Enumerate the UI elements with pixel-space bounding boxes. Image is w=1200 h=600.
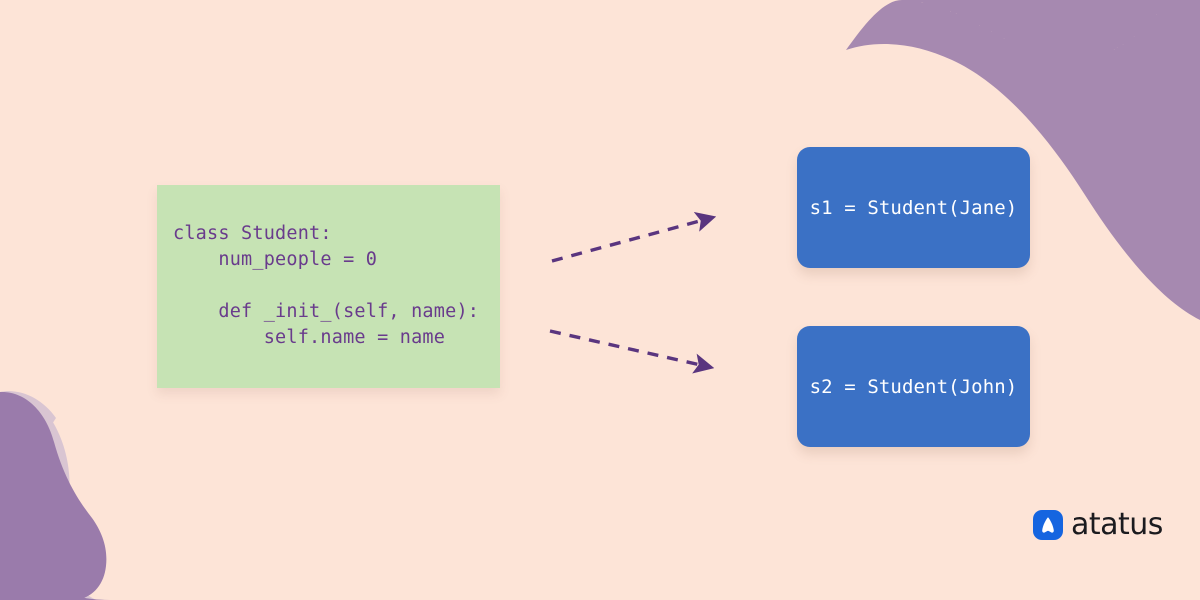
blob-bottom-left-light-fill [0, 391, 96, 600]
arrow-to-s1 [551, 212, 717, 263]
atatus-logo-text: atatus [1071, 507, 1163, 542]
instance-box-s2: s2 = Student(John) [797, 326, 1030, 447]
instance-label-s1: s1 = Student(Jane) [809, 196, 1018, 219]
blob-bottom-left-dark-body [0, 392, 110, 600]
code-card: class Student: num_people = 0 def _init_… [157, 185, 500, 388]
instance-box-s1: s1 = Student(Jane) [797, 147, 1030, 268]
arrow-to-s2 [549, 329, 715, 374]
blob-bottom-left-light [0, 391, 70, 596]
instance-label-s2: s2 = Student(John) [809, 375, 1018, 398]
blob-bottom-left-dark [4, 392, 108, 600]
code-text: class Student: num_people = 0 def _init_… [173, 223, 480, 348]
atatus-logo: atatus [1033, 510, 1163, 540]
atatus-logo-icon [1033, 510, 1063, 540]
